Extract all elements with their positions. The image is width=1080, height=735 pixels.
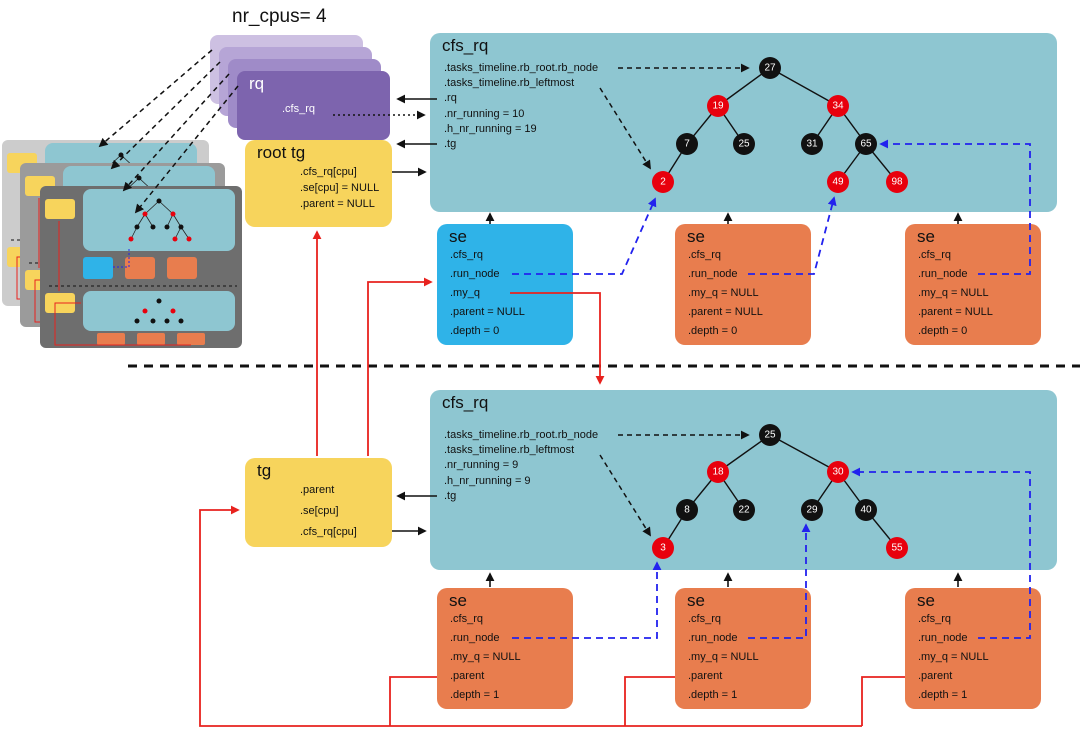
field-row: .run_node: [688, 632, 738, 644]
field-row: .nr_running = 9: [444, 459, 519, 472]
se-fields: .cfs_rq .run_node .my_q .parent = NULL .…: [450, 246, 525, 341]
field-row: .se[cpu]: [300, 505, 339, 517]
tg-title: tg: [257, 461, 272, 480]
field-row: .cfs_rq[cpu]: [300, 526, 357, 538]
red-line-se1-parent: [389, 676, 437, 726]
field-row: .parent: [918, 670, 953, 682]
field-row: .cfs_rq: [918, 249, 952, 261]
se-fields: .cfs_rq .run_node .my_q = NULL .parent =…: [688, 246, 763, 341]
field-row: .depth = 1: [918, 689, 968, 701]
field-row: .tasks_timeline.rb_root.rb_node: [444, 429, 599, 441]
field-row: .cfs_rq: [688, 613, 722, 625]
se-task-entity-box: se .cfs_rq .run_node .my_q = NULL .paren…: [675, 588, 811, 709]
root-tg-box: root tg .cfs_rq[cpu] .se[cpu] = NULL .pa…: [245, 140, 392, 227]
cfs-rq-top-box: cfs_rq .tasks_timeline.rb_root.rb_node .…: [430, 33, 1057, 212]
field-row: .run_node: [918, 268, 968, 280]
cfs-rq-title: cfs_rq: [442, 36, 489, 55]
field-row: .parent = NULL: [450, 306, 525, 318]
field-row: .parent = NULL: [918, 306, 993, 318]
field-row: .my_q = NULL: [918, 651, 989, 663]
field-row: .parent = NULL: [688, 306, 763, 318]
red-line-se2-parent: [624, 676, 675, 726]
field-row: .h_nr_running = 9: [444, 474, 531, 487]
field-row: .tasks_timeline.rb_leftmost: [444, 77, 575, 90]
cfs-rq-top-fields: .tasks_timeline.rb_root.rb_node .tasks_t…: [444, 61, 598, 152]
se-fields: .cfs_rq .run_node .my_q = NULL .parent .…: [450, 610, 521, 705]
field-row: .tasks_timeline.rb_leftmost: [444, 444, 575, 457]
field-row: .tg: [444, 138, 457, 151]
arrow-tg-se-to-group-se: [367, 277, 433, 456]
field-row: .se[cpu] = NULL: [300, 182, 380, 194]
field-row: .my_q = NULL: [688, 287, 759, 299]
field-row: .parent = NULL: [300, 198, 375, 210]
se-title: se: [917, 591, 935, 610]
field-row: .parent: [450, 670, 485, 682]
field-row: .cfs_rq: [450, 249, 484, 261]
field-row: .my_q = NULL: [688, 651, 759, 663]
field-row: .run_node: [688, 268, 738, 280]
se-task-entity-box: se .cfs_rq .run_node .my_q = NULL .paren…: [437, 588, 573, 709]
se-group-entity-box: se .cfs_rq .run_node .my_q .parent = NUL…: [437, 224, 573, 345]
cfs-rq-title: cfs_rq: [442, 393, 489, 412]
arrow-rq-to-percpu-mini: [98, 49, 213, 148]
se-fields: .cfs_rq .run_node .my_q = NULL .parent =…: [918, 246, 993, 341]
field-row: .rq: [444, 92, 457, 105]
se-title: se: [449, 591, 467, 610]
se-title: se: [449, 227, 467, 246]
field-row: .my_q = NULL: [450, 651, 521, 663]
field-row: .depth = 0: [450, 325, 500, 337]
tg-box: tg .parent .se[cpu] .cfs_rq[cpu]: [245, 458, 392, 547]
field-row: .depth = 1: [688, 689, 738, 701]
rq-field-cfs-rq: .cfs_rq: [282, 103, 316, 115]
field-row: .run_node: [918, 632, 968, 644]
se-task-entity-box: se .cfs_rq .run_node .my_q = NULL .paren…: [675, 224, 811, 345]
root-tg-title: root tg: [257, 143, 306, 162]
se-fields: .cfs_rq .run_node .my_q = NULL .parent .…: [688, 610, 759, 705]
field-row: .parent: [300, 484, 335, 496]
field-row: .cfs_rq[cpu]: [300, 166, 357, 178]
field-row: .run_node: [450, 268, 500, 280]
rq-card: rq .cfs_rq: [237, 71, 390, 140]
field-row: .my_q = NULL: [918, 287, 989, 299]
field-row: .parent: [688, 670, 723, 682]
se-task-entity-box: se .cfs_rq .run_node .my_q = NULL .paren…: [905, 224, 1041, 345]
nr-cpus-label: nr_cpus= 4: [232, 6, 327, 27]
field-row: .cfs_rq: [688, 249, 722, 261]
se-title: se: [917, 227, 935, 246]
cpu-mini-diagram: [40, 186, 242, 348]
se-fields: .cfs_rq .run_node .my_q = NULL .parent .…: [918, 610, 989, 705]
red-line-se3-parent: [861, 676, 905, 726]
cfs-rq-bottom-fields: .tasks_timeline.rb_root.rb_node .tasks_t…: [444, 428, 598, 504]
field-row: .nr_running = 10: [444, 107, 525, 120]
rq-title: rq: [249, 74, 265, 93]
field-row: .cfs_rq: [450, 613, 484, 625]
cfs-rq-bottom-box: cfs_rq .tasks_timeline.rb_root.rb_node .…: [430, 390, 1057, 570]
field-row: .tasks_timeline.rb_root.rb_node: [444, 62, 599, 74]
field-row: .depth = 0: [688, 325, 738, 337]
field-row: .h_nr_running = 19: [444, 122, 537, 135]
field-row: .tg: [444, 489, 457, 502]
tg-fields: .parent .se[cpu] .cfs_rq[cpu]: [300, 480, 357, 543]
root-tg-fields: .cfs_rq[cpu] .se[cpu] = NULL .parent = N…: [300, 164, 379, 212]
field-row: .depth = 0: [918, 325, 968, 337]
se-title: se: [687, 227, 705, 246]
se-title: se: [687, 591, 705, 610]
field-row: .my_q: [450, 287, 480, 299]
se-task-entity-box: se .cfs_rq .run_node .my_q = NULL .paren…: [905, 588, 1041, 709]
field-row: .depth = 1: [450, 689, 500, 701]
field-row: .run_node: [450, 632, 500, 644]
field-row: .cfs_rq: [918, 613, 952, 625]
